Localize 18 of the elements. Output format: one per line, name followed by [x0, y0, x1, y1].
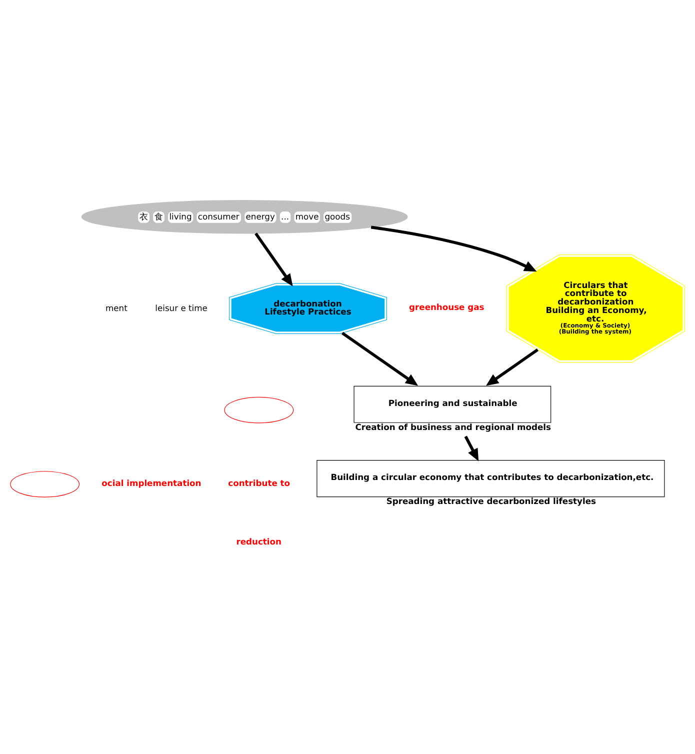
node-ellipse	[10, 471, 80, 498]
label: greenhouse gas	[409, 302, 484, 312]
label: leisur e time	[155, 302, 208, 313]
label: reduction	[236, 536, 282, 546]
node-ellipse	[224, 396, 294, 424]
arrow	[370, 226, 537, 272]
label: ocial implementation	[102, 478, 202, 488]
node-label: Creation of business and regional models	[355, 422, 552, 432]
arrow	[464, 436, 479, 462]
arrow	[486, 348, 539, 386]
label: ment	[106, 302, 128, 313]
arrow	[341, 332, 418, 386]
node-box: Pioneering and sustainable	[354, 386, 552, 423]
node-label: Spreading attractive decarbonized lifestyles	[386, 496, 596, 506]
arrow	[254, 232, 293, 286]
node-box: Building a circular economy that contributes to decarbonization,etc.	[316, 460, 665, 498]
label: contribute to	[228, 478, 290, 488]
node-ellipse: 衣 食 living consumer energy ... move goods	[81, 200, 408, 234]
